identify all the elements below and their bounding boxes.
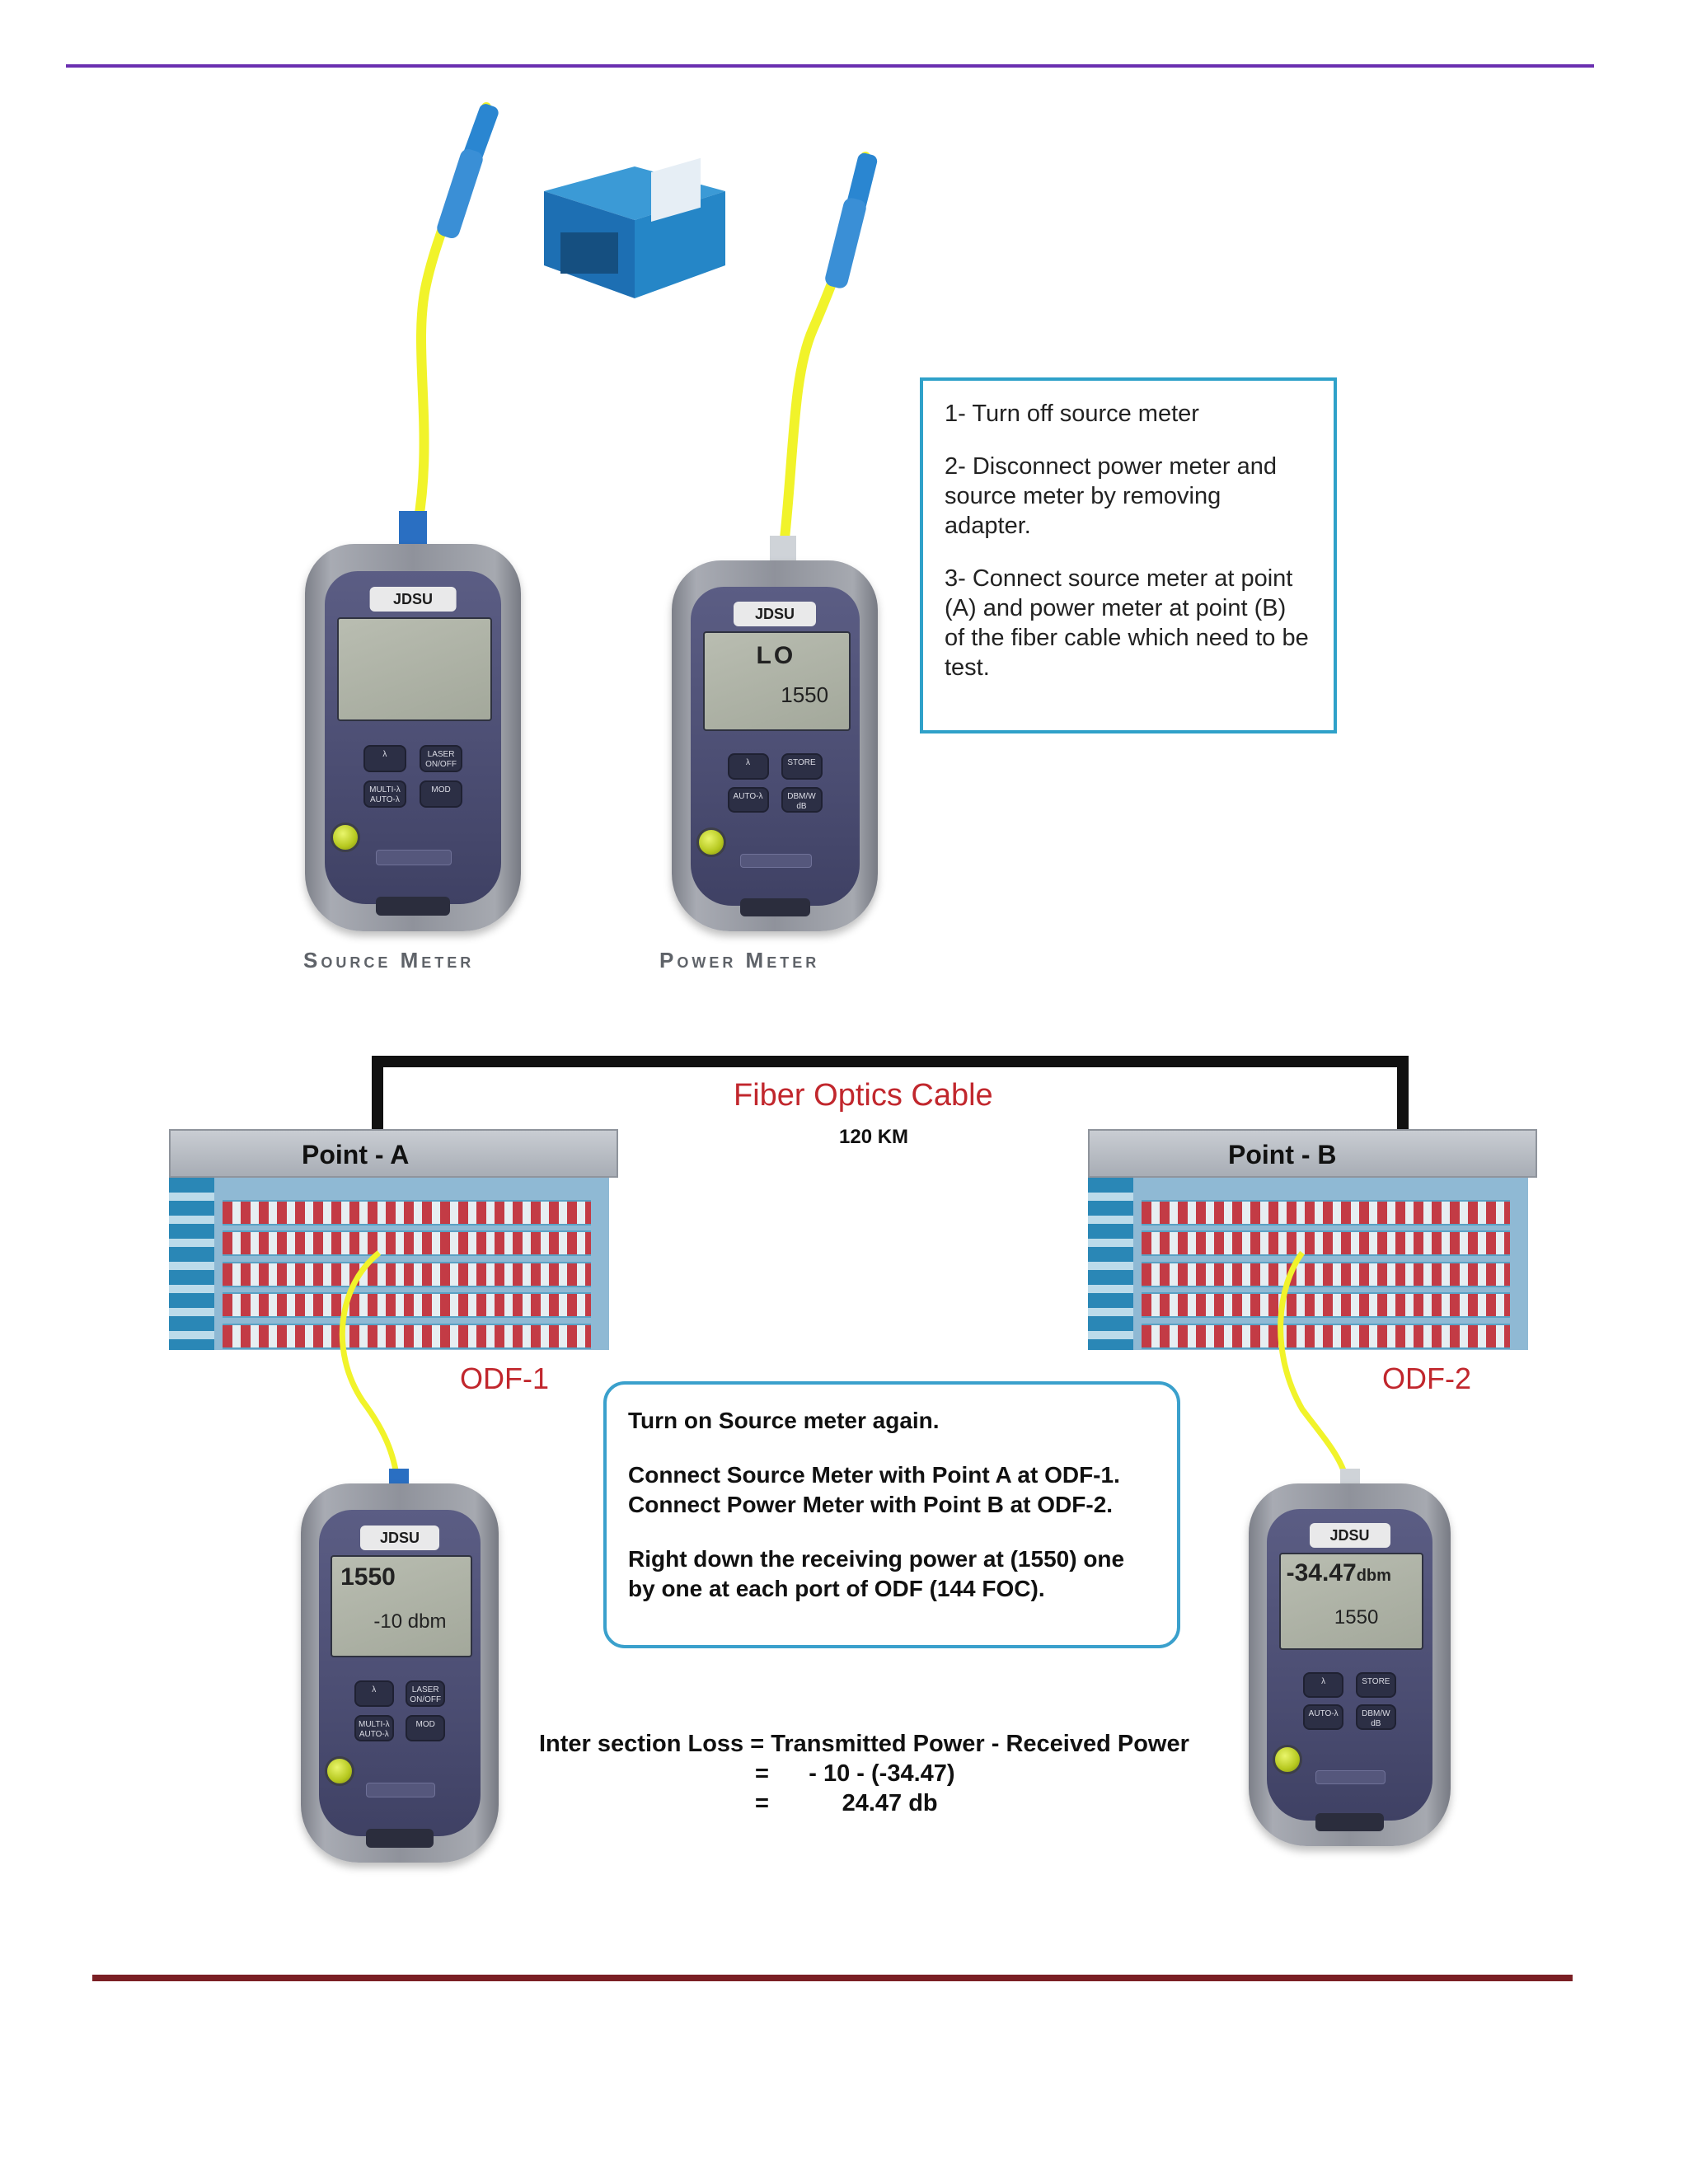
power-led-button[interactable] [324, 1756, 354, 1787]
power-meter-screen: LO 1550 [702, 630, 851, 731]
mod-button[interactable]: MOD [419, 780, 463, 808]
cable-length: 120 KM [839, 1126, 909, 1148]
source-meter-screen [337, 617, 492, 722]
jdsu-logo: JDSU [734, 601, 816, 626]
screen-unit: dbm [1356, 1567, 1391, 1586]
multi-lambda-button[interactable]: MULTI-λ AUTO-λ [354, 1714, 394, 1741]
bottom-rule [92, 1975, 1573, 1981]
fiber-port [1315, 1813, 1385, 1832]
instruction-step-3: 3- Connect source meter at point (A) and… [945, 565, 1309, 681]
source-meter-screen: 1550 -10 dbm [331, 1555, 472, 1657]
screen-wavelength: 1550 [781, 682, 829, 708]
power-meter-device: JDSU LO 1550 λ STORE AUTO-λ DBM/W dB [672, 560, 878, 931]
mod-button[interactable]: MOD [406, 1714, 446, 1741]
point-b-label: Point - B [1228, 1140, 1337, 1169]
power-led-button[interactable] [1273, 1744, 1303, 1774]
auto-lambda-button[interactable]: AUTO-λ [727, 786, 769, 813]
lambda-button[interactable]: λ [1303, 1671, 1344, 1698]
instructions-box-top: 1- Turn off source meter 2- Disconnect p… [920, 377, 1337, 733]
auto-lambda-button[interactable]: AUTO-λ [1303, 1704, 1344, 1731]
screen-value: -34.47 [1286, 1559, 1357, 1587]
instruction-turn-on: Turn on Source meter again. [628, 1408, 940, 1433]
fiber-optics-cable-line [372, 1056, 1409, 1137]
screen-wavelength: 1550 [1334, 1605, 1379, 1629]
power-fiber-cable [770, 152, 878, 577]
dbm-button[interactable]: DBM/W dB [781, 786, 823, 813]
instruction-step-2: 2- Disconnect power meter and source met… [945, 453, 1277, 539]
instructions-box-bottom: Turn on Source meter again. Connect Sour… [603, 1381, 1180, 1648]
loss-formula: Inter section Loss = Transmitted Power -… [539, 1729, 1189, 1818]
screen-reading: -34.47dbm [1287, 1559, 1391, 1587]
lambda-button[interactable]: λ [363, 745, 407, 773]
source-meter-device-bottom: JDSU 1550 -10 dbm λ LASER ON/OFF MULTI-λ… [301, 1483, 499, 1863]
instruction-step-1: 1- Turn off source meter [945, 401, 1199, 427]
power-meter-screen: -34.47dbm 1550 [1278, 1552, 1424, 1650]
dbm-button[interactable]: DBM/W dB [1355, 1704, 1396, 1731]
source-fiber-cable [399, 102, 499, 560]
power-led-button[interactable] [696, 827, 726, 857]
lambda-button[interactable]: λ [354, 1680, 394, 1708]
fiber-port [739, 898, 810, 916]
power-led-button[interactable] [331, 823, 361, 853]
screen-wavelength: 1550 [340, 1563, 396, 1591]
fiber-port [376, 896, 450, 916]
jdsu-logo: JDSU [369, 586, 457, 612]
multi-lambda-button[interactable]: MULTI-λ AUTO-λ [363, 780, 407, 808]
fiber-port [366, 1828, 434, 1848]
point-a-label: Point - A [302, 1140, 410, 1169]
cable-title: Fiber Optics Cable [734, 1078, 993, 1113]
fiber-adapter-icon [544, 157, 725, 298]
lambda-button[interactable]: λ [727, 753, 769, 780]
jdsu-logo: JDSU [1309, 1523, 1390, 1549]
source-meter-caption: Source Meter [303, 948, 475, 972]
screen-power: -10 dbm [373, 1610, 447, 1633]
formula-line-1: Inter section Loss = Transmitted Power -… [539, 1731, 1189, 1757]
instruction-record: Right down the receiving power at (1550)… [628, 1546, 1125, 1601]
power-meter-caption: Power Meter [659, 948, 820, 972]
store-button[interactable]: STORE [781, 753, 823, 780]
laser-onoff-button[interactable]: LASER ON/OFF [406, 1680, 446, 1708]
instruction-connect: Connect Source Meter with Point A at ODF… [628, 1462, 1120, 1517]
store-button[interactable]: STORE [1355, 1671, 1396, 1698]
formula-line-2: = - 10 - (-34.47) [755, 1760, 955, 1787]
odf-2-label: ODF-2 [1382, 1361, 1471, 1395]
top-rule [66, 64, 1594, 68]
odf-1-label: ODF-1 [460, 1361, 549, 1395]
power-meter-device-bottom: JDSU -34.47dbm 1550 λ STORE AUTO-λ DBM/W… [1249, 1483, 1451, 1846]
laser-onoff-button[interactable]: LASER ON/OFF [419, 745, 463, 773]
jdsu-logo: JDSU [360, 1525, 439, 1550]
screen-status: LO [756, 642, 796, 670]
source-meter-device: JDSU λ LASER ON/OFF MULTI-λ AUTO-λ MOD [305, 544, 521, 931]
formula-line-3: = 24.47 db [755, 1790, 938, 1816]
